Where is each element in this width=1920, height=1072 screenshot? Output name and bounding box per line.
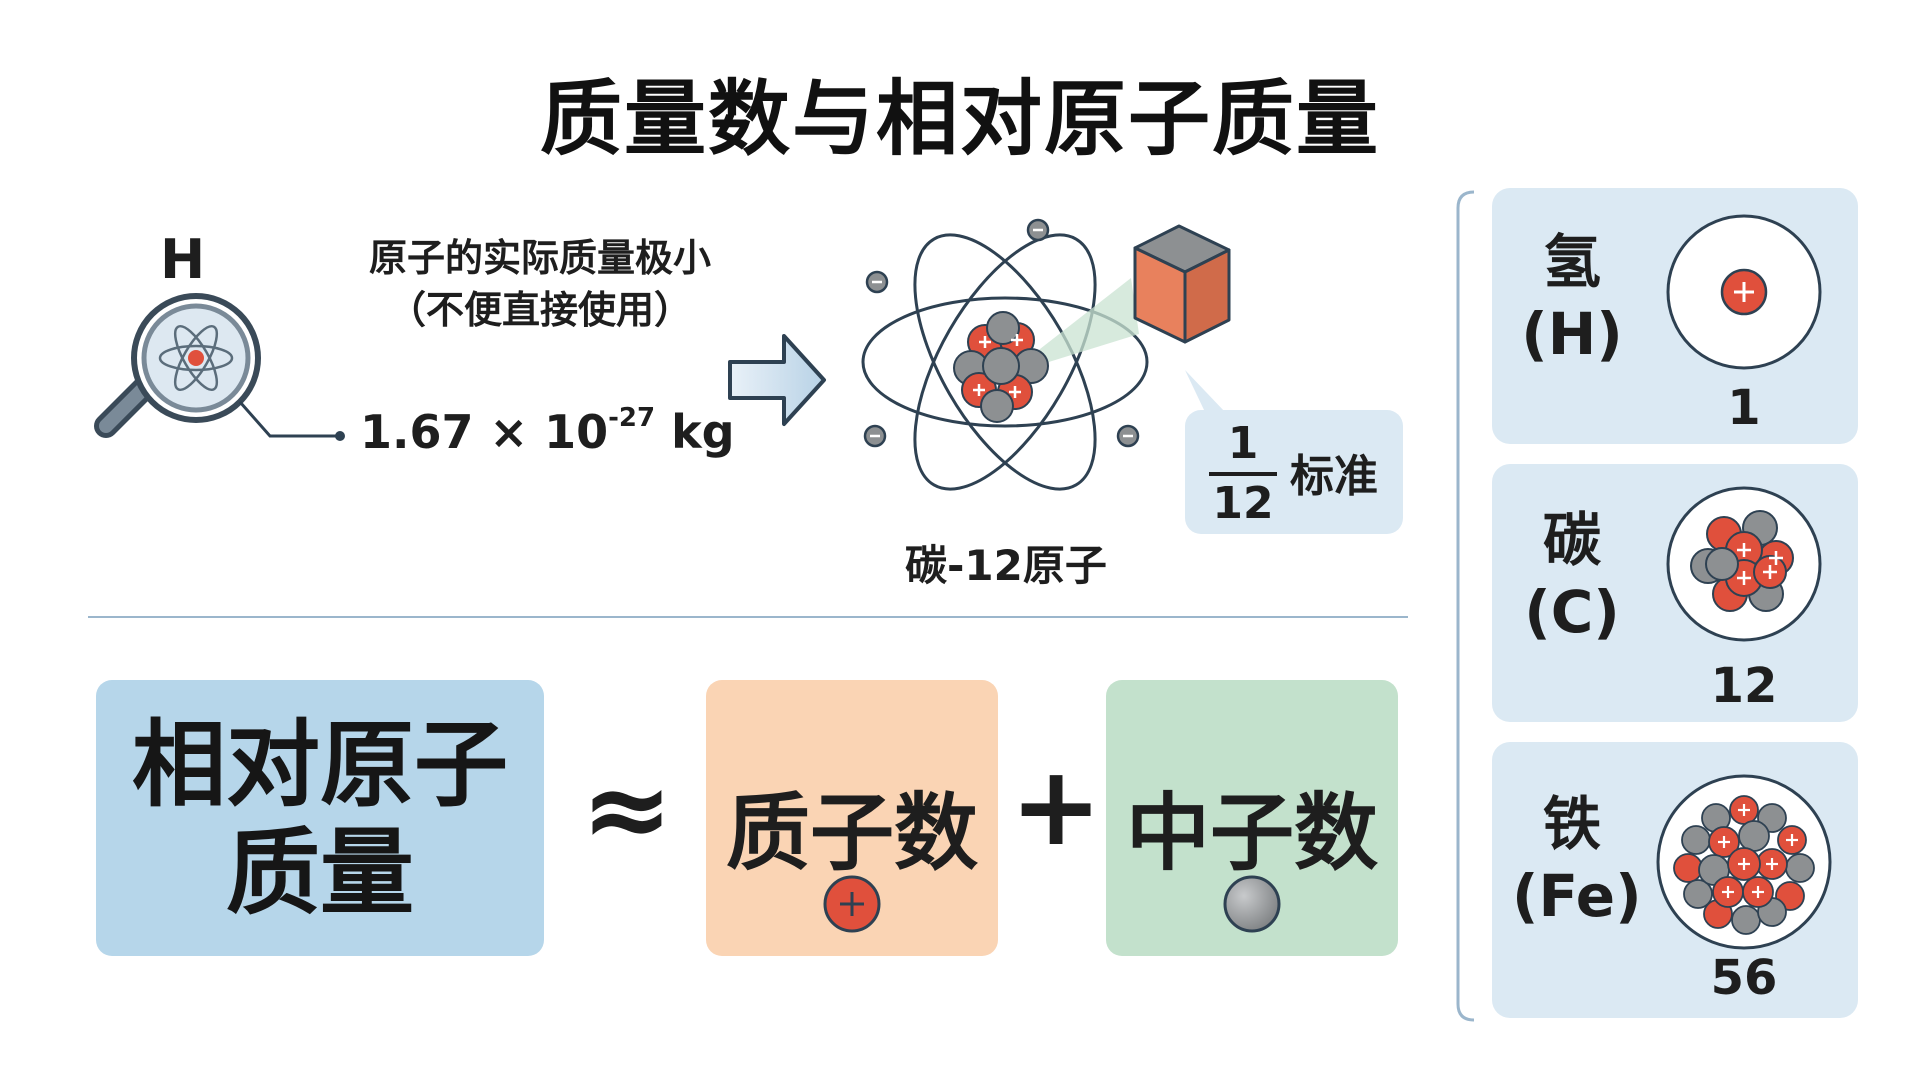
iron-symbol-label: (Fe)	[1512, 862, 1642, 930]
note-line-2: （不便直接使用）	[387, 288, 692, 332]
magnifier-icon	[94, 293, 345, 441]
fraction-numerator: 1	[1227, 418, 1259, 469]
iron-mass-value: 56	[1710, 950, 1778, 1006]
carbon-name: 碳	[1542, 506, 1601, 574]
one-twelfth-fraction: 1 12	[1205, 418, 1281, 530]
mass-base: 1.67 × 10	[360, 405, 609, 459]
standard-label: 标准	[1290, 451, 1378, 502]
fraction-denominator: 12	[1212, 478, 1274, 529]
carbon-nucleus-icon	[1666, 486, 1822, 642]
relative-line-1: 相对原子	[131, 711, 508, 820]
carbon-12-atom-diagram	[861, 218, 1231, 491]
neutron-number-label: 中子数	[1125, 784, 1378, 882]
mass-unit: kg	[655, 405, 735, 459]
element-name-hydrogen: 氢 (H)	[1512, 226, 1632, 370]
hydrogen-atom-icon	[1666, 214, 1822, 370]
group-bracket	[1456, 190, 1475, 1022]
relative-line-2: 质量	[225, 819, 414, 928]
relative-atomic-mass-box	[96, 680, 544, 956]
proton-number-label: 质子数	[725, 784, 978, 882]
proton-icon	[823, 875, 881, 933]
fraction-bar	[1209, 472, 1277, 476]
note-line-1: 原子的实际质量极小	[368, 236, 711, 280]
iron-name: 铁	[1542, 790, 1601, 858]
carbon-mass-value: 12	[1710, 658, 1778, 714]
approx-sign: ≈	[580, 745, 674, 873]
atom-mass-value: 1.67 × 10-27 kg	[360, 402, 735, 459]
relative-atomic-mass-label: 相对原子 质量	[96, 712, 544, 928]
hydrogen-name: 氢	[1542, 228, 1601, 296]
carbon-12-label: 碳-12原子	[905, 541, 1107, 590]
page-title: 质量数与相对原子质量	[539, 72, 1380, 167]
hydrogen-mass-value: 1	[1727, 380, 1761, 436]
nucleus-icon	[953, 311, 1049, 423]
electron-icon	[863, 218, 1140, 448]
carbon-symbol-label: (C)	[1524, 578, 1620, 646]
mass-exponent: -27	[608, 402, 656, 433]
hydrogen-symbol-label: (H)	[1521, 300, 1623, 368]
element-name-carbon: 碳 (C)	[1512, 504, 1632, 648]
section-divider	[88, 616, 1408, 618]
tiny-mass-note: 原子的实际质量极小 （不便直接使用）	[330, 232, 750, 336]
element-name-iron: 铁 (Fe)	[1512, 788, 1642, 932]
iron-nucleus-icon	[1656, 774, 1832, 950]
cube-icon	[1133, 224, 1231, 344]
arrow-right-icon	[728, 334, 826, 426]
neutron-icon	[1223, 875, 1281, 933]
plus-sign: +	[1010, 742, 1103, 870]
hydrogen-symbol: H	[160, 228, 206, 291]
